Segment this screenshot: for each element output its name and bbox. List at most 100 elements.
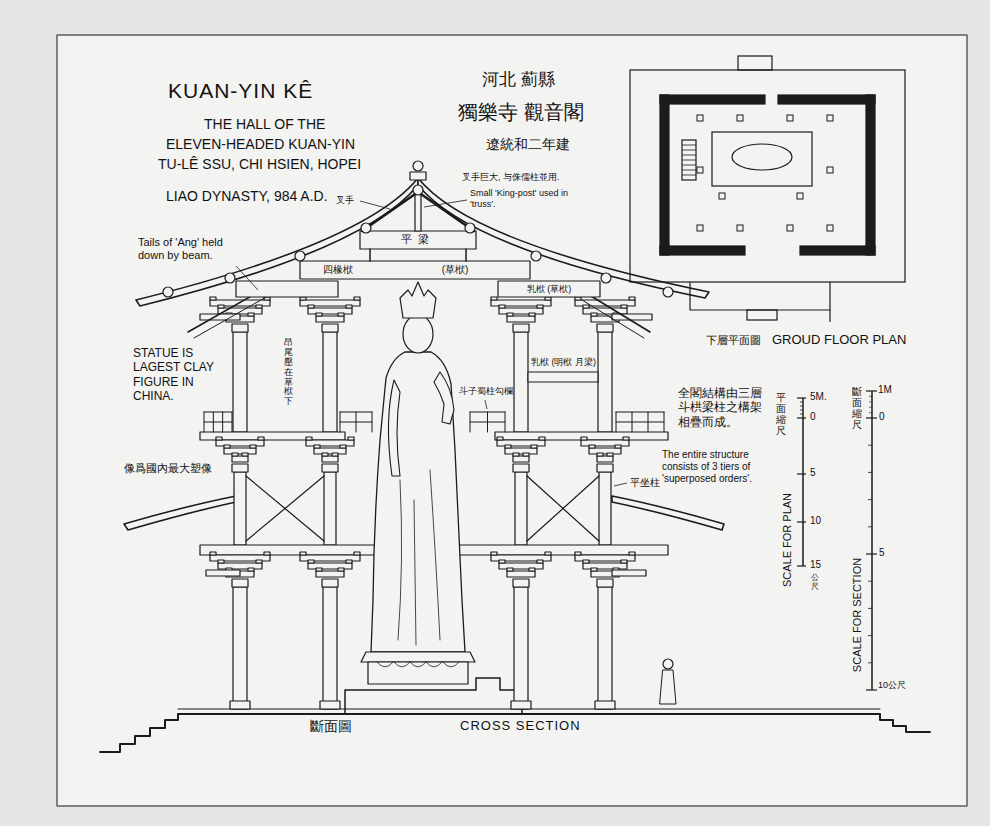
bracket-arm [513,456,529,462]
statue-pedestal [368,662,468,684]
column [323,587,337,709]
callout-note: 像爲國內最大塑像 [124,462,212,475]
bracket-block [354,552,360,555]
beam-name: 乳栿 (明栿 月梁) [531,357,596,368]
bracket-arm [306,440,354,446]
scale-tick [869,401,872,402]
bracket-block [348,437,354,440]
label-slot: 斗子蜀柱勾欄 [459,386,513,396]
column [598,332,612,432]
scale-tick [866,417,877,418]
railing-post [232,412,233,432]
balcony-column [515,472,527,545]
plan-title: 下層平面圖 [706,334,761,347]
bracket-block [216,437,222,440]
page-frame [57,35,967,806]
bracket-block [523,453,529,456]
bracket-set [491,297,551,332]
subtitle: ELEVEN-HEADED KUAN-YIN [166,136,355,153]
note: The entire structure consists of 3 tiers… [662,449,780,485]
beam-name: (草栿) [440,264,471,276]
label-slot: STATUE IS LAGEST CLAY FIGURE IN CHINA. [133,346,225,404]
bracket-block [537,560,543,563]
chinese-title: 河北 薊縣 [482,70,555,90]
bracket-block [537,305,543,308]
scale-tick [869,407,872,408]
bracket-block [232,579,248,587]
railing [204,422,232,423]
bracket-block [232,453,238,456]
leaders [236,200,627,486]
label-slot: SCALE FOR PLAN [781,493,794,587]
plan-wall [660,95,765,104]
railing-post [487,412,488,432]
railing [204,411,232,412]
railing-post [505,412,506,432]
scale-tick [868,472,872,473]
robe-fold [414,500,416,645]
strut [369,249,371,261]
bracket-block [531,445,537,448]
beam [236,281,338,297]
lotus-petal [394,662,410,667]
column [323,332,337,432]
balcony-floor [495,432,668,440]
label-slot: 5M. [810,391,827,403]
ground-line [100,714,930,752]
scale-title: 平面縮尺 [776,392,786,436]
brace [246,476,324,541]
plan-steps [738,56,772,70]
beam-name: 平梁 [399,233,437,246]
scale-tick [868,635,872,636]
bracket-arm [314,448,346,454]
statue-head [403,315,433,353]
scale-title: SCALE FOR SECTION [851,558,864,672]
purlin [163,287,173,297]
bracket-arm [507,316,535,322]
plan-statue-base [732,144,792,170]
column [233,332,247,432]
label-slot: 乳栿 (明栿 月梁) [531,357,596,368]
lotus-petal [443,662,459,667]
scale-number: 5 [810,467,816,479]
bracket-block [513,324,529,332]
railing-post [648,412,649,432]
plan-column [827,225,833,231]
bracket-block [513,579,529,587]
statue-arm [388,380,400,476]
part-name: 平坐柱 [630,477,660,489]
bracket-block [591,568,597,571]
tie-beam [528,372,598,382]
railing-post [340,412,341,432]
leader-line [236,266,258,290]
bracket-block [338,568,344,571]
plan-scale-bar [802,398,804,566]
column [598,587,612,709]
purlin [361,223,371,233]
bracket-block [332,453,338,456]
plan-wall [660,246,745,255]
bracket-block [583,305,589,308]
lotus-petal [377,662,393,667]
date-line: LIAO DYNASTY, 984 A.D. [166,188,328,205]
scale-title: SCALE FOR PLAN [781,493,794,587]
scale-tick [868,608,872,609]
bracket-block [264,552,270,555]
bracket-block [629,552,635,555]
bracket-block [218,560,224,563]
purlin [601,273,611,283]
label-slot: 平面縮尺 [776,392,786,436]
bracket-block [591,313,597,316]
bracket-arm [499,308,543,314]
label-slot: 5 [879,547,885,559]
section-title: CROSS SECTION [460,718,581,734]
beam-name: 乳栿 (草栿) [525,284,574,295]
bracket-set [497,437,545,472]
cross-section [100,161,930,752]
plan-platform [630,70,905,282]
ang-arm [194,296,268,338]
railing-post [213,412,214,432]
railing-post [204,412,205,432]
column-base [595,701,615,709]
